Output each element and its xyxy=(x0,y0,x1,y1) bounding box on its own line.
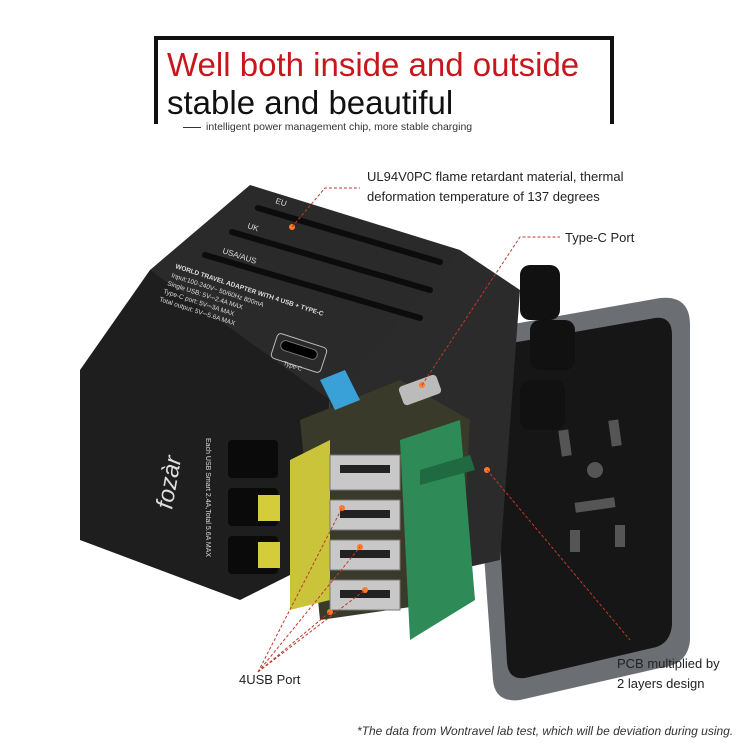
side-note: Each USB Smart 2.4A,Total 5.6A MAX xyxy=(204,438,211,557)
material-line2: deformation temperature of 137 degrees xyxy=(367,189,600,204)
headline-red: Well both inside and outside xyxy=(167,46,580,83)
footnote: *The data from Wontravel lab test, which… xyxy=(357,724,734,738)
adapter-body: EU UK USA/AUS WORLD TRAVEL ADAPTER WITH … xyxy=(80,185,631,673)
headline-black: stable and beautiful xyxy=(167,84,458,122)
title-frame xyxy=(154,36,614,124)
subtitle: intelligent power management chip, more … xyxy=(183,121,472,133)
label-eu: EU xyxy=(274,196,288,208)
callout-usb: 4USB Port xyxy=(239,672,301,687)
callout-material: UL94V0PC flame retardant material, therm… xyxy=(367,167,624,207)
label-uk: UK xyxy=(246,221,260,233)
material-line1: UL94V0PC flame retardant material, therm… xyxy=(367,169,624,184)
typec-label: Type-C xyxy=(282,361,303,373)
callout-pcb: PCB multiplied by 2 layers design xyxy=(617,654,720,694)
pcb-line2: 2 layers design xyxy=(617,676,705,691)
pcb-line1: PCB multiplied by xyxy=(617,656,720,671)
callout-typec: Type-C Port xyxy=(565,230,635,245)
usb-port-stack xyxy=(329,454,401,611)
